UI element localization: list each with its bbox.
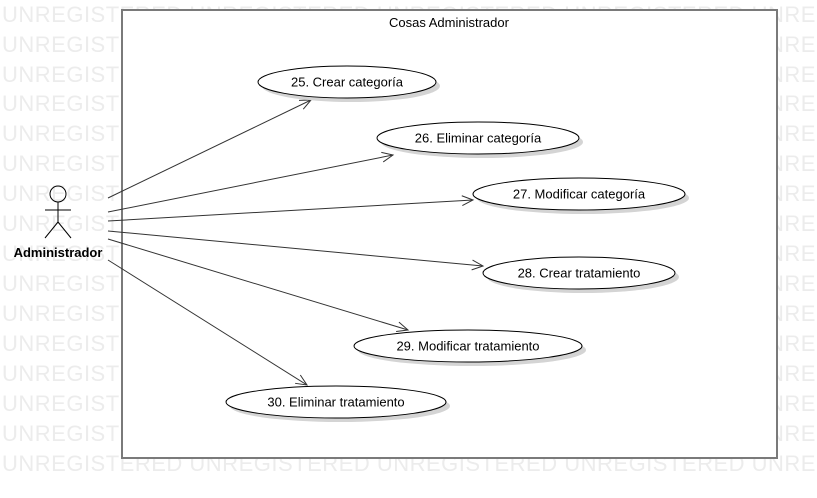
use-case-label: 30. Eliminar tratamiento (267, 395, 404, 410)
associations (107, 99, 485, 386)
use-case[interactable]: 29. Modificar tratamiento (353, 329, 586, 366)
use-case-label: 29. Modificar tratamiento (396, 339, 539, 354)
association-arrow (107, 151, 395, 213)
association-line (107, 99, 312, 199)
use-case[interactable]: 26. Eliminar categoría (376, 121, 583, 158)
arrowhead (295, 374, 309, 386)
association-line (107, 230, 484, 267)
system-title: Cosas Administrador (389, 15, 510, 30)
system-boundary (121, 9, 778, 459)
use-case[interactable]: 28. Crear tratamiento (482, 256, 679, 293)
use-case-ellipse (257, 65, 437, 99)
use-case-label: 28. Crear tratamiento (518, 266, 641, 281)
association-arrow (107, 230, 485, 271)
use-case-ellipse (472, 177, 686, 211)
use-cases: 25. Crear categoría 26. Eliminar categorí… (225, 65, 689, 422)
association-line (107, 238, 409, 331)
association-arrow (107, 259, 309, 386)
use-case-ellipse (225, 385, 447, 419)
arrowhead (396, 321, 410, 332)
actor-label: Administrador (14, 245, 103, 260)
use-case-ellipse (376, 121, 580, 155)
use-case[interactable]: 25. Crear categoría (257, 65, 440, 102)
use-case-label: 27. Modificar categoría (513, 187, 646, 202)
use-case-label: 26. Eliminar categoría (415, 131, 542, 146)
actor-left-leg (44, 221, 59, 239)
use-case-ellipse (482, 256, 676, 290)
arrowhead (471, 259, 485, 271)
use-case[interactable]: 30. Eliminar tratamiento (225, 385, 450, 422)
association-line (107, 154, 394, 213)
arrowhead (461, 195, 475, 206)
arrowhead (381, 151, 395, 163)
use-case-ellipse (353, 329, 583, 363)
association-arrow (107, 195, 475, 222)
actor-right-leg (57, 221, 72, 239)
actor-head (49, 185, 67, 203)
association-arrow (107, 238, 410, 332)
association-line (107, 259, 308, 386)
actor[interactable] (44, 185, 72, 239)
use-case-label: 25. Crear categoría (291, 75, 404, 90)
use-case[interactable]: 27. Modificar categoría (472, 177, 689, 214)
association-line (107, 199, 474, 222)
